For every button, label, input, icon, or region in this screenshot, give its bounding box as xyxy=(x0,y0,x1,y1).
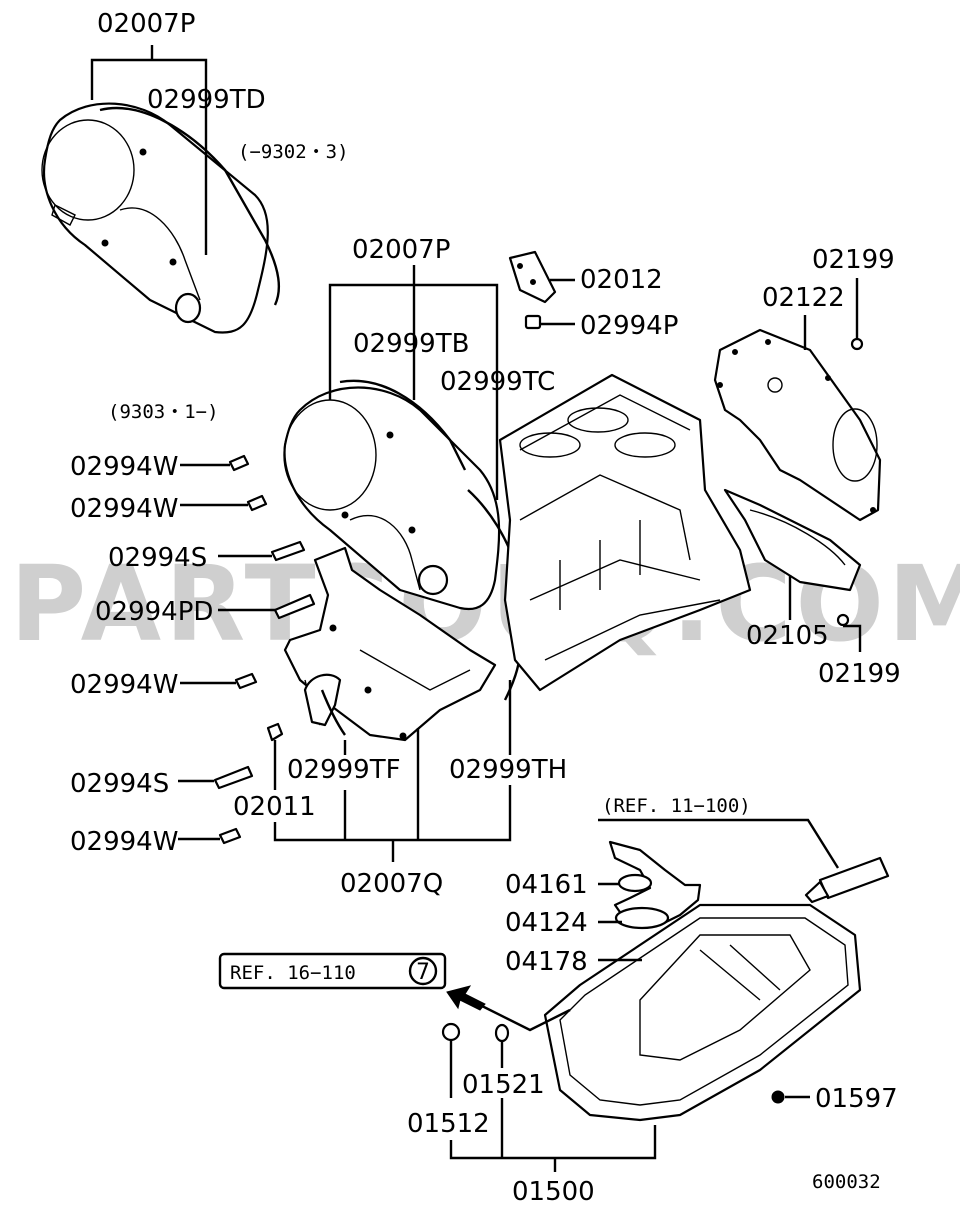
label-02199-top: 02199 xyxy=(812,245,895,275)
leader-lines xyxy=(90,45,862,1172)
sealant-tube xyxy=(804,856,890,904)
bolt-02994S-1 xyxy=(270,540,306,562)
ref-arrow-icon xyxy=(446,985,571,1032)
bracket-02012 xyxy=(508,250,557,304)
label-04178: 04178 xyxy=(505,947,588,977)
bolt-01597 xyxy=(771,1090,785,1104)
label-01500: 01500 xyxy=(512,1177,595,1207)
label-02999TC: 02999TC xyxy=(440,367,555,397)
label-02994W-4: 02994W xyxy=(70,827,178,857)
figure-code: 600032 xyxy=(812,1171,881,1193)
upper-timing-cover-early xyxy=(41,102,269,334)
bolt-02994P xyxy=(524,314,542,330)
label-02994S-2: 02994S xyxy=(70,769,169,799)
label-02994W-1: 02994W xyxy=(70,452,178,482)
bolt-02199-bot xyxy=(836,613,850,627)
label-02994W-2: 02994W xyxy=(70,494,178,524)
gasket-02999TB xyxy=(339,379,467,471)
bolt-02994W-4 xyxy=(218,827,242,845)
label-02994PD: 02994PD xyxy=(95,597,213,627)
label-02994S-1: 02994S xyxy=(108,543,207,573)
label-02999TD: 02999TD xyxy=(147,85,266,115)
label-02994W-3: 02994W xyxy=(70,670,178,700)
oil-pan xyxy=(543,903,862,1122)
label-01512: 01512 xyxy=(407,1109,490,1139)
bolt-02994W-2 xyxy=(246,494,268,512)
label-01597: 01597 xyxy=(815,1084,898,1114)
label-02999TB: 02999TB xyxy=(353,329,469,359)
label-04124: 04124 xyxy=(505,908,588,938)
note-ref-sealant: (REF. 11−100) xyxy=(602,795,751,817)
gasket-02999TD xyxy=(99,106,281,306)
bolt-02994W-1 xyxy=(228,454,250,472)
label-02122: 02122 xyxy=(762,283,845,313)
label-01521: 01521 xyxy=(462,1070,545,1100)
ref-16-110-text: REF. 16−110 xyxy=(230,962,356,984)
label-02011: 02011 xyxy=(233,792,316,822)
label-02105: 02105 xyxy=(746,621,829,651)
bolt-02994W-3 xyxy=(234,672,258,690)
label-02007P-top: 02007P xyxy=(97,9,195,39)
label-02007P-mid: 02007P xyxy=(352,235,450,265)
bolt-02199-top xyxy=(850,337,864,351)
label-02999TH: 02999TH xyxy=(449,755,567,785)
note-mid-range: (9303・1−) xyxy=(108,401,219,423)
ref-16-110-circle-number: 7 xyxy=(416,960,430,985)
upper-timing-cover-late xyxy=(283,386,501,611)
bolt-02994S-2 xyxy=(213,765,254,790)
note-top-range: (−9302・3) xyxy=(238,141,349,163)
label-02999TF: 02999TF xyxy=(287,755,401,785)
label-04161: 04161 xyxy=(505,870,588,900)
rear-plate xyxy=(713,328,882,522)
label-02994P: 02994P xyxy=(580,311,678,341)
drain-plug-01512 xyxy=(441,1022,461,1042)
ref-16-110-box: REF. 16−110 7 xyxy=(218,952,447,990)
gasket-01521 xyxy=(494,1023,510,1043)
gasket-02999TF xyxy=(320,689,346,736)
label-02012: 02012 xyxy=(580,265,663,295)
engine-block xyxy=(498,373,752,692)
gasket-04161 xyxy=(617,873,653,893)
bell-cover-02105 xyxy=(723,488,862,592)
bolt-02994PD xyxy=(273,593,316,620)
label-02199-bot: 02199 xyxy=(818,659,901,689)
oil-strainer xyxy=(608,840,702,930)
nut-02011 xyxy=(266,722,284,742)
label-02007Q: 02007Q xyxy=(340,869,443,899)
